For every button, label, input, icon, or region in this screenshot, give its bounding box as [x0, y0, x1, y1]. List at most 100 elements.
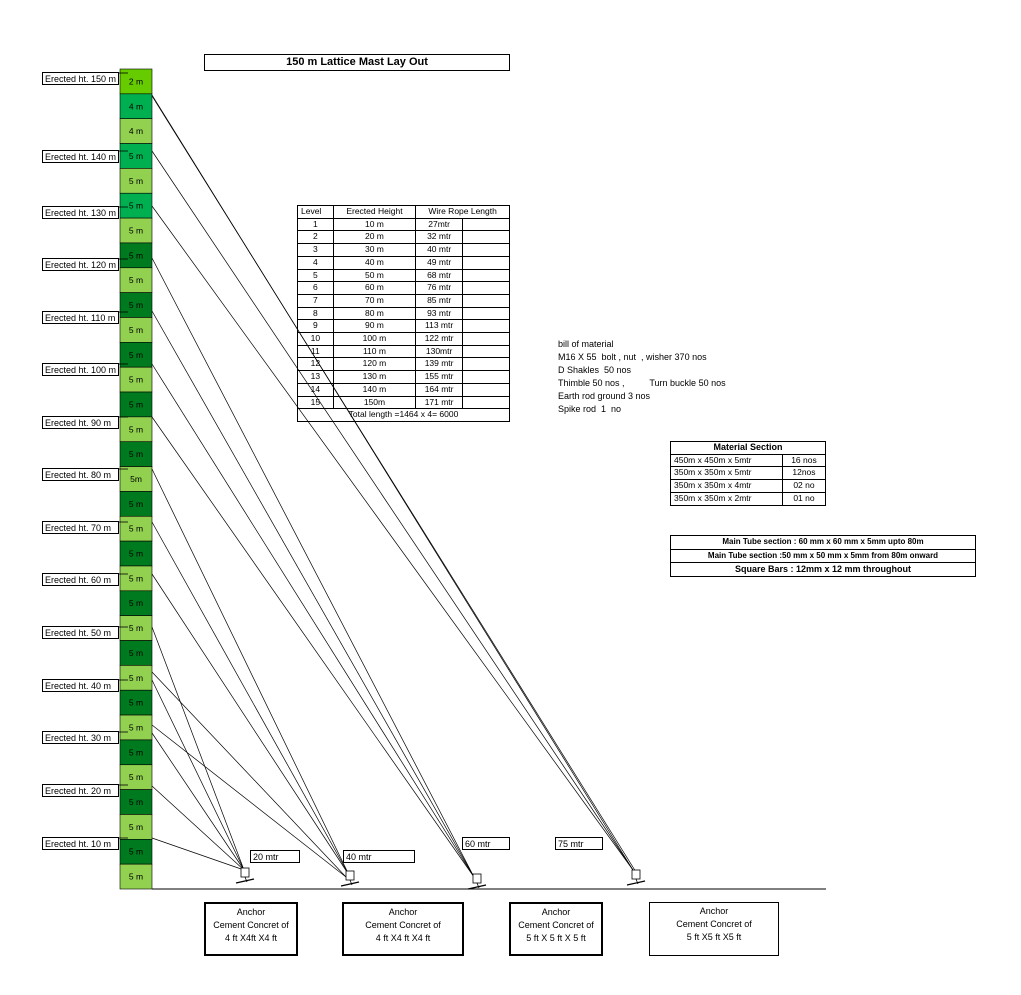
cell-height: 10 m: [332, 217, 417, 232]
cell-level: 8: [297, 306, 334, 321]
anchor-box-2: Anchor Cement Concret of 4 ft X4 ft X4 f…: [342, 902, 464, 956]
cell-level: 13: [297, 370, 334, 384]
cell-height: 70 m: [332, 293, 417, 308]
mast-segment-label: 5 m: [129, 847, 143, 857]
guy-wire: [151, 724, 347, 878]
mast-segment-label: 5 m: [129, 300, 143, 310]
cell-level: 9: [297, 319, 334, 334]
height-label: Erected ht. 150 m: [42, 72, 119, 85]
mast-segment-label: 5 m: [129, 797, 143, 807]
height-label: Erected ht. 120 m: [42, 258, 119, 271]
mast-segment: [119, 789, 153, 815]
anchor-4-size: 5 ft X5 ft X5 ft: [686, 932, 742, 942]
anchor-rod-icon: [244, 876, 248, 883]
cell-blank: [462, 230, 510, 245]
mast-segment: [119, 441, 153, 467]
cell-length: 49 mtr: [415, 255, 463, 270]
anchor-1-material: Cement Concret of: [213, 920, 289, 930]
height-label: Erected ht. 60 m: [42, 573, 119, 586]
cell-length: 171 mtr: [415, 395, 463, 410]
mast-segment: [119, 93, 153, 119]
mast-segment-label: 5m: [130, 474, 142, 484]
wire-table-header: Level Erected Height Wire Rope Length: [297, 205, 510, 219]
cell-level: 11: [297, 344, 334, 359]
mast-segment-label: 5 m: [129, 499, 143, 509]
mast-segment: [119, 764, 153, 790]
cell-height: 140 m: [332, 382, 417, 397]
cell-height: 100 m: [332, 332, 417, 346]
material-size: 350m x 350m x 2mtr: [670, 491, 783, 506]
height-label: Erected ht. 110 m: [42, 311, 119, 324]
guy-wire: [151, 95, 637, 873]
mast-segment: [119, 391, 153, 418]
bom-line: bill of material: [558, 339, 614, 349]
cell-height: 110 m: [332, 344, 417, 359]
height-label: Erected ht. 100 m: [42, 363, 119, 376]
mast-segment-label: 4 m: [129, 101, 143, 111]
height-label: Erected ht. 140 m: [42, 150, 119, 163]
material-size: 350m x 350m x 5mtr: [670, 466, 783, 481]
bom-line: Spike rod 1 no: [558, 404, 622, 414]
cell-length: 32 mtr: [415, 230, 463, 245]
bom-line: D Shakles 50 nos: [558, 365, 632, 375]
guy-wire: [151, 468, 350, 876]
material-qty: 02 no: [781, 479, 827, 493]
cell-blank: [462, 217, 510, 232]
mast-segment-label: 5 m: [129, 698, 143, 708]
cell-level: 10: [297, 332, 334, 346]
cell-length: 40 mtr: [415, 243, 463, 257]
cell-level: 6: [297, 281, 334, 295]
mast-segment-label: 5 m: [129, 648, 143, 658]
mast-segment: [119, 689, 153, 716]
height-label: Erected ht. 80 m: [42, 468, 119, 481]
height-label: Erected ht. 10 m: [42, 837, 119, 850]
distance-label-75: 75 mtr: [555, 837, 603, 850]
cell-length: 155 mtr: [415, 370, 463, 384]
anchor-2-material: Cement Concret of: [365, 920, 441, 930]
anchor-rod-icon: [476, 882, 480, 889]
mast-segment-label: 5 m: [129, 226, 143, 236]
mast-segment-label: 5 m: [129, 151, 143, 161]
cell-height: 120 m: [332, 357, 417, 372]
anchor-box-3: Anchor Cement Concret of 5 ft X 5 ft X 5…: [509, 902, 603, 956]
guy-wire: [151, 671, 347, 878]
mast-segment-label: 5 m: [129, 772, 143, 782]
guy-wire: [151, 205, 634, 871]
anchor-1-size: 4 ft X4ft X4 ft: [224, 933, 278, 943]
height-label: Erected ht. 30 m: [42, 731, 119, 744]
cell-blank: [462, 344, 510, 359]
anchor-3-title: Anchor: [541, 907, 571, 917]
mast-segment-label: 5 m: [129, 524, 143, 534]
cell-height: 150m: [332, 395, 417, 410]
guy-wire: [151, 150, 634, 871]
cell-level: 2: [297, 230, 334, 245]
mast-segment: [119, 714, 153, 741]
cell-blank: [462, 306, 510, 321]
cell-length: 164 mtr: [415, 382, 463, 397]
mast-segment: [119, 814, 153, 840]
height-label: Erected ht. 20 m: [42, 784, 119, 797]
guy-wire: [151, 363, 475, 878]
cell-blank: [462, 281, 510, 295]
material-size: 450m x 450m x 5mtr: [670, 453, 783, 468]
height-label: Erected ht. 40 m: [42, 679, 119, 692]
mast-segment: [119, 143, 153, 169]
mast-segment-label: 5 m: [129, 822, 143, 832]
cell-length: 85 mtr: [415, 293, 463, 308]
mast-segment: [119, 317, 153, 343]
mast-segment-label: 5 m: [129, 549, 143, 559]
header-level: Level: [297, 205, 334, 219]
guy-wire: [151, 257, 475, 878]
mast-segment: [119, 590, 153, 616]
mast-segment-label: 5 m: [129, 176, 143, 186]
mast-segment-label: 4 m: [129, 126, 143, 136]
mast-segment-label: 5 m: [129, 598, 143, 608]
bom-line: M16 X 55 bolt , nut , wisher 370 nos: [558, 352, 707, 362]
